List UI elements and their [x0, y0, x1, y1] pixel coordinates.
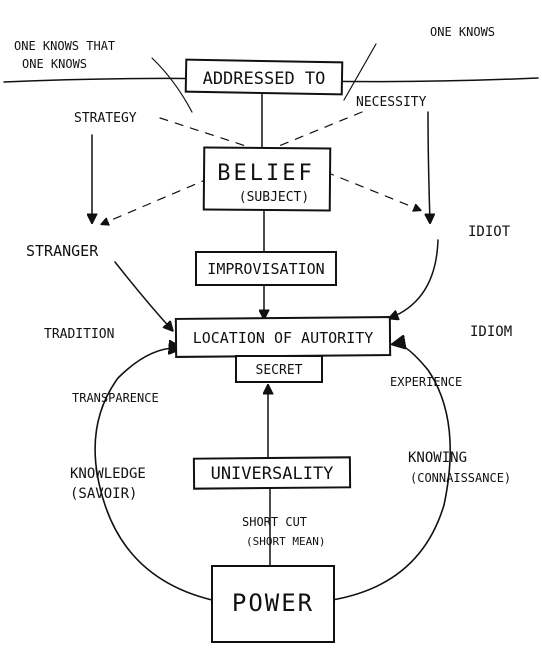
one-knows-left-label: ONE KNOWS — [22, 57, 87, 71]
addressed-to-text: ADDRESSED TO — [203, 69, 326, 89]
savoir-label: (SAVOIR) — [70, 486, 137, 502]
universality-box — [192, 456, 352, 490]
transparence-label: TRANSPARENCE — [72, 391, 159, 405]
connaissance-label: (CONNAISSANCE) — [410, 471, 511, 485]
belief-box — [202, 146, 332, 212]
loop-knowledge — [94, 348, 213, 601]
universality-text: UNIVERSALITY — [211, 464, 334, 484]
secret-box — [235, 355, 323, 383]
dashed-ray-strategy — [159, 117, 253, 149]
arrow-stranger-location — [114, 261, 172, 330]
power-box — [211, 565, 335, 643]
location-of-authority-text: LOCATION OF AUTORITY — [193, 329, 374, 347]
arrow-necessity-down — [428, 111, 430, 222]
secret-text: SECRET — [256, 363, 303, 378]
arrow-idiot-location — [390, 239, 439, 318]
idiom-label: IDIOM — [470, 324, 512, 340]
stranger-label: STRANGER — [26, 242, 99, 260]
idiot-label: IDIOT — [468, 224, 511, 240]
one-knows-that-label: ONE KNOWS THAT — [14, 39, 115, 53]
belief-text: BELIEF — [217, 161, 314, 186]
short-mean-label: (SHORT MEAN) — [246, 535, 325, 548]
loop-knowing — [331, 344, 452, 601]
power-text: POWER — [232, 589, 314, 617]
short-cut-label: SHORT CUT — [242, 515, 307, 529]
necessity-label: NECESSITY — [356, 95, 427, 110]
dashed-ray-necessity — [273, 111, 363, 149]
top-curve-left — [151, 57, 193, 113]
knowing-label: KNOWING — [408, 450, 467, 466]
knowledge-label: KNOWLEDGE — [70, 466, 146, 482]
strategy-label: STRATEGY — [74, 111, 137, 126]
subject-text: (SUBJECT) — [239, 190, 309, 205]
improvisation-text: IMPROVISATION — [207, 260, 324, 278]
improvisation-box — [195, 251, 337, 286]
top-slash-line — [343, 43, 377, 101]
one-knows-right-label: ONE KNOWS — [430, 25, 495, 39]
experience-label: EXPERIENCE — [390, 375, 462, 389]
dashed-arrow-idiot — [325, 171, 420, 210]
tradition-label: TRADITION — [44, 327, 114, 342]
addressed-to-box — [184, 58, 344, 96]
